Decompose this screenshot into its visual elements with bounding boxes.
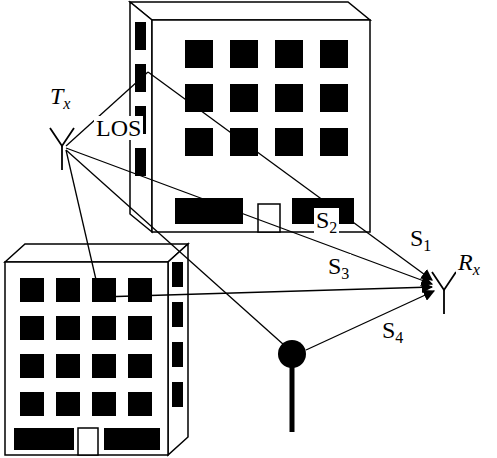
path-label: S1 [408, 226, 433, 254]
propagation-paths [66, 72, 434, 350]
scatterer [278, 340, 306, 432]
building [130, 2, 370, 232]
path-label: LOS [94, 116, 143, 140]
rx-antenna [432, 272, 456, 314]
path-label: S4 [380, 318, 405, 346]
antenna-label: Tx [48, 84, 72, 112]
path-label: S3 [326, 254, 351, 282]
path-label: S2 [314, 208, 339, 236]
antenna-label: Rx [456, 250, 482, 278]
building [5, 244, 188, 455]
